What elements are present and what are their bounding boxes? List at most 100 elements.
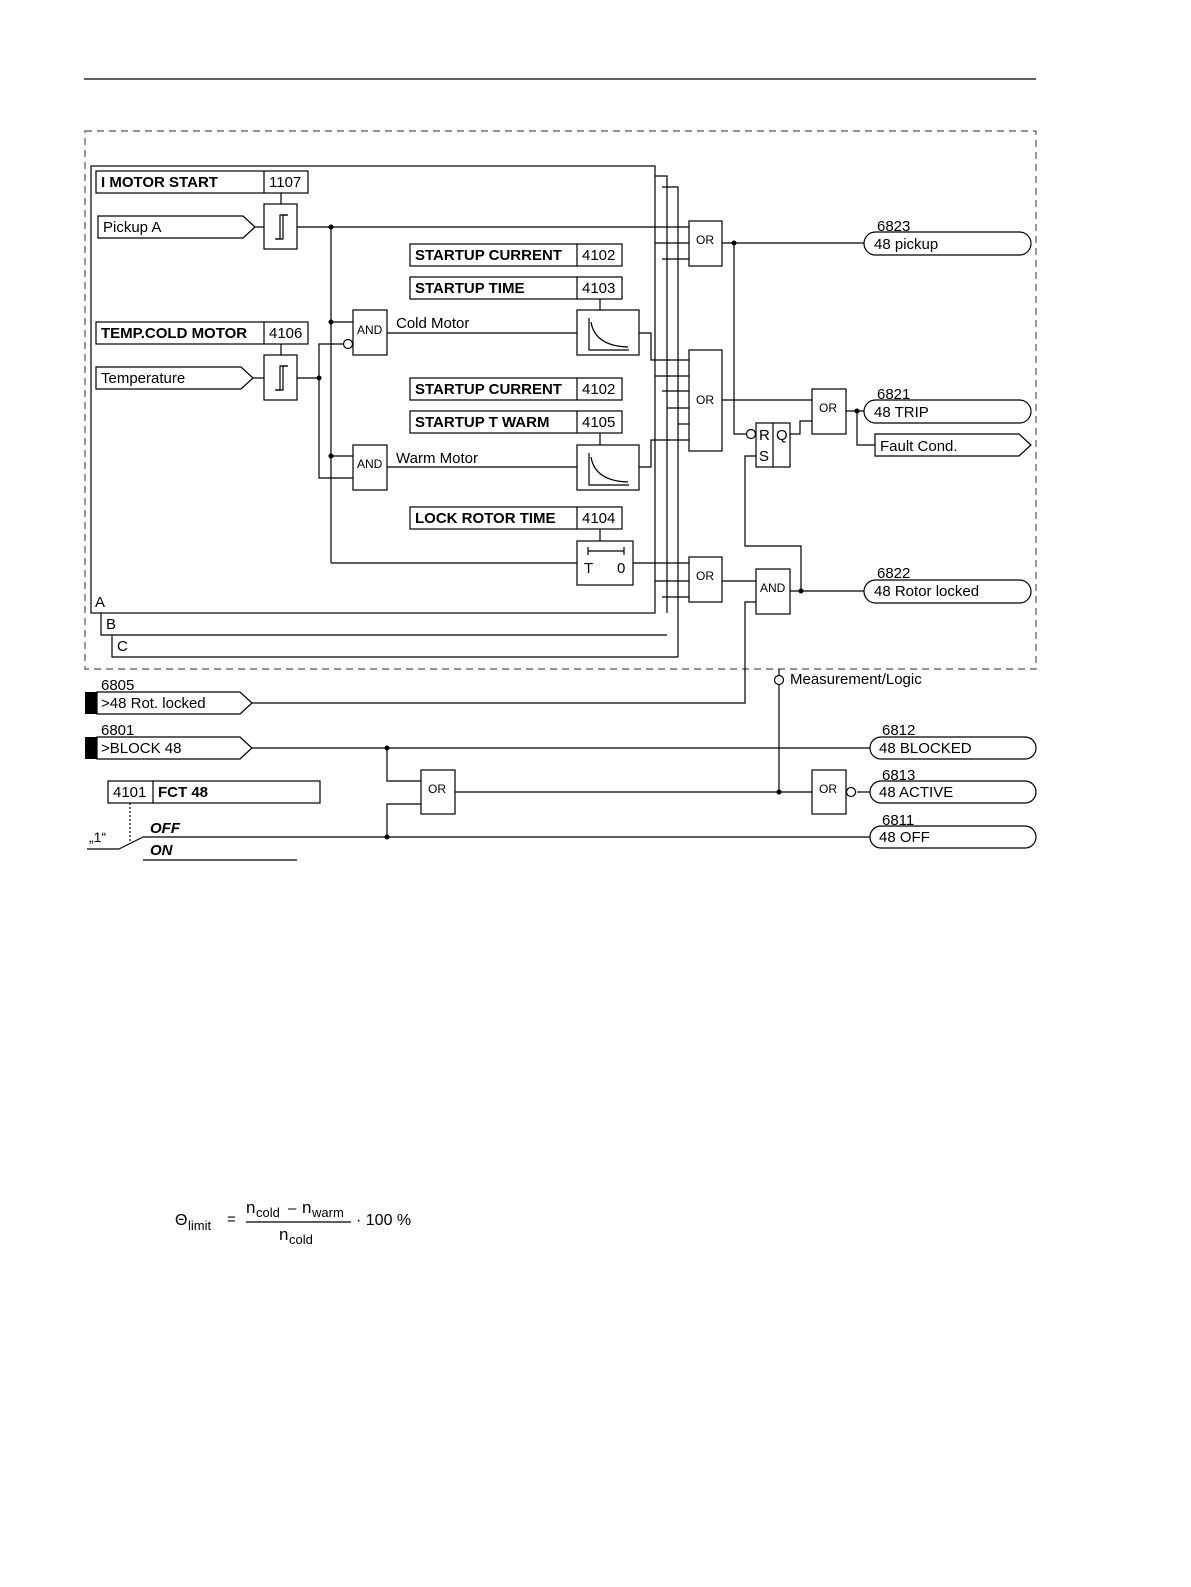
svg-text:>BLOCK 48: >BLOCK 48 (101, 740, 181, 757)
svg-text:ON: ON (150, 842, 174, 859)
svg-text:Pickup A: Pickup A (103, 219, 161, 236)
phase-frames: A B C (90, 165, 679, 658)
svg-text:48 Rotor locked: 48 Rotor locked (874, 583, 979, 600)
internal-wiring (249, 193, 875, 704)
svg-text:warm: warm (311, 1205, 344, 1220)
svg-text:6822: 6822 (877, 565, 910, 582)
or-gate-blocked: OR (420, 769, 456, 815)
or-gate-pickup: OR (688, 220, 723, 267)
svg-text:AND: AND (357, 323, 383, 337)
output-active: 6813 48 ACTIVE (869, 767, 1037, 804)
svg-text:OR: OR (696, 233, 714, 247)
svg-text:4101: 4101 (113, 784, 146, 801)
curve-block-cold (576, 309, 640, 356)
input-pickup-a: Pickup A (97, 215, 256, 239)
svg-text:OR: OR (696, 393, 714, 407)
param-lock-rotor-time: LOCK ROTOR TIME 4104 (409, 506, 623, 530)
svg-text:6823: 6823 (877, 218, 910, 235)
input-temperature: Temperature (95, 366, 254, 390)
theta-limit-formula: Θ limit = n cold – n warm n cold · 100 % (175, 1198, 411, 1247)
and-gate-rotor-locked: AND (755, 568, 791, 615)
svg-text:Θ: Θ (175, 1212, 187, 1229)
svg-text:AND: AND (760, 581, 786, 595)
param-temp-cold-motor: TEMP.COLD MOTOR 4106 (95, 321, 309, 345)
svg-text:6805: 6805 (101, 677, 134, 694)
param-startup-current-1: STARTUP CURRENT 4102 (409, 243, 623, 267)
svg-text:STARTUP TIME: STARTUP TIME (415, 280, 524, 297)
output-trip: 6821 48 TRIP (863, 386, 1032, 424)
svg-text:limit: limit (188, 1218, 211, 1233)
svg-text:TEMP.COLD MOTOR: TEMP.COLD MOTOR (101, 325, 247, 342)
svg-text:OR: OR (819, 401, 837, 415)
rs-flipflop: R S Q (745, 422, 791, 468)
svg-text:48 BLOCKED: 48 BLOCKED (879, 740, 972, 757)
curve-block-warm (576, 444, 640, 491)
param-fct-48: 4101 FCT 48 (107, 780, 321, 804)
svg-text:4102: 4102 (582, 381, 615, 398)
svg-text:4104: 4104 (582, 510, 615, 527)
cold-motor-label: Cold Motor (396, 315, 469, 332)
svg-text:cold: cold (289, 1232, 313, 1247)
svg-text:Temperature: Temperature (101, 370, 185, 387)
svg-text:6801: 6801 (101, 722, 134, 739)
or-gate-active: OR (811, 769, 857, 815)
and-gate-cold: AND (342, 309, 388, 356)
svg-text:OR: OR (428, 782, 446, 796)
svg-text:48 pickup: 48 pickup (874, 236, 938, 253)
svg-text:4105: 4105 (582, 414, 615, 431)
param-i-motor-start: I MOTOR START 1107 (95, 170, 309, 194)
svg-text:n: n (246, 1198, 255, 1217)
svg-text:OR: OR (819, 782, 837, 796)
svg-text:STARTUP CURRENT: STARTUP CURRENT (415, 381, 562, 398)
param-startup-current-2: STARTUP CURRENT 4102 (409, 377, 623, 401)
svg-text:„1“: „1“ (89, 829, 106, 845)
svg-text:Fault Cond.: Fault Cond. (880, 438, 958, 455)
output-blocked: 6812 48 BLOCKED (869, 722, 1037, 760)
svg-text:4102: 4102 (582, 247, 615, 264)
svg-text:LOCK ROTOR TIME: LOCK ROTOR TIME (415, 510, 556, 527)
svg-text:=: = (227, 1211, 236, 1228)
svg-text:0: 0 (617, 560, 625, 577)
svg-text:cold: cold (256, 1205, 280, 1220)
junction-dots (316, 224, 860, 840)
measurement-logic-marker: Measurement/Logic (773, 671, 922, 688)
or-gate-startup: OR (688, 349, 723, 452)
svg-text:Q: Q (776, 427, 788, 444)
threshold-block-temperature (263, 354, 298, 401)
timer-block: T 0 (576, 540, 634, 586)
svg-text:T: T (584, 560, 593, 577)
output-fault-cond: Fault Cond. (874, 433, 1032, 457)
output-rotor-locked: 6822 48 Rotor locked (863, 565, 1032, 604)
svg-text:–: – (288, 1200, 297, 1217)
svg-text:· 100 %: · 100 % (356, 1212, 411, 1229)
svg-text:n: n (279, 1225, 288, 1244)
or-gate-locked: OR (688, 556, 723, 603)
lower-wiring (143, 669, 870, 838)
svg-text:6821: 6821 (877, 386, 910, 403)
svg-text:I MOTOR START: I MOTOR START (101, 174, 218, 191)
phase-c-label: C (117, 638, 128, 655)
svg-text:6813: 6813 (882, 767, 915, 784)
svg-text:FCT 48: FCT 48 (158, 784, 208, 801)
threshold-block-current (263, 203, 298, 250)
svg-text:n: n (302, 1198, 311, 1217)
input-block-48: 6801 >BLOCK 48 (85, 722, 253, 760)
svg-text:>48 Rot. locked: >48 Rot. locked (101, 695, 206, 712)
svg-text:48 ACTIVE: 48 ACTIVE (879, 784, 953, 801)
phase-b-label: B (106, 616, 116, 633)
svg-text:AND: AND (357, 457, 383, 471)
svg-text:1107: 1107 (269, 174, 301, 191)
phase-a-label: A (95, 594, 105, 611)
or-gate-trip: OR (811, 388, 847, 435)
svg-text:S: S (759, 448, 769, 465)
svg-text:STARTUP CURRENT: STARTUP CURRENT (415, 247, 562, 264)
svg-text:6812: 6812 (882, 722, 915, 739)
param-startup-time: STARTUP TIME 4103 (409, 276, 623, 300)
svg-text:R: R (759, 427, 770, 444)
svg-text:Measurement/Logic: Measurement/Logic (790, 671, 922, 688)
svg-text:4106: 4106 (269, 325, 302, 342)
svg-text:48 OFF: 48 OFF (879, 829, 930, 846)
and-gate-warm: AND (352, 444, 388, 491)
fct-48-switch: „1“ OFF ON (87, 803, 297, 861)
